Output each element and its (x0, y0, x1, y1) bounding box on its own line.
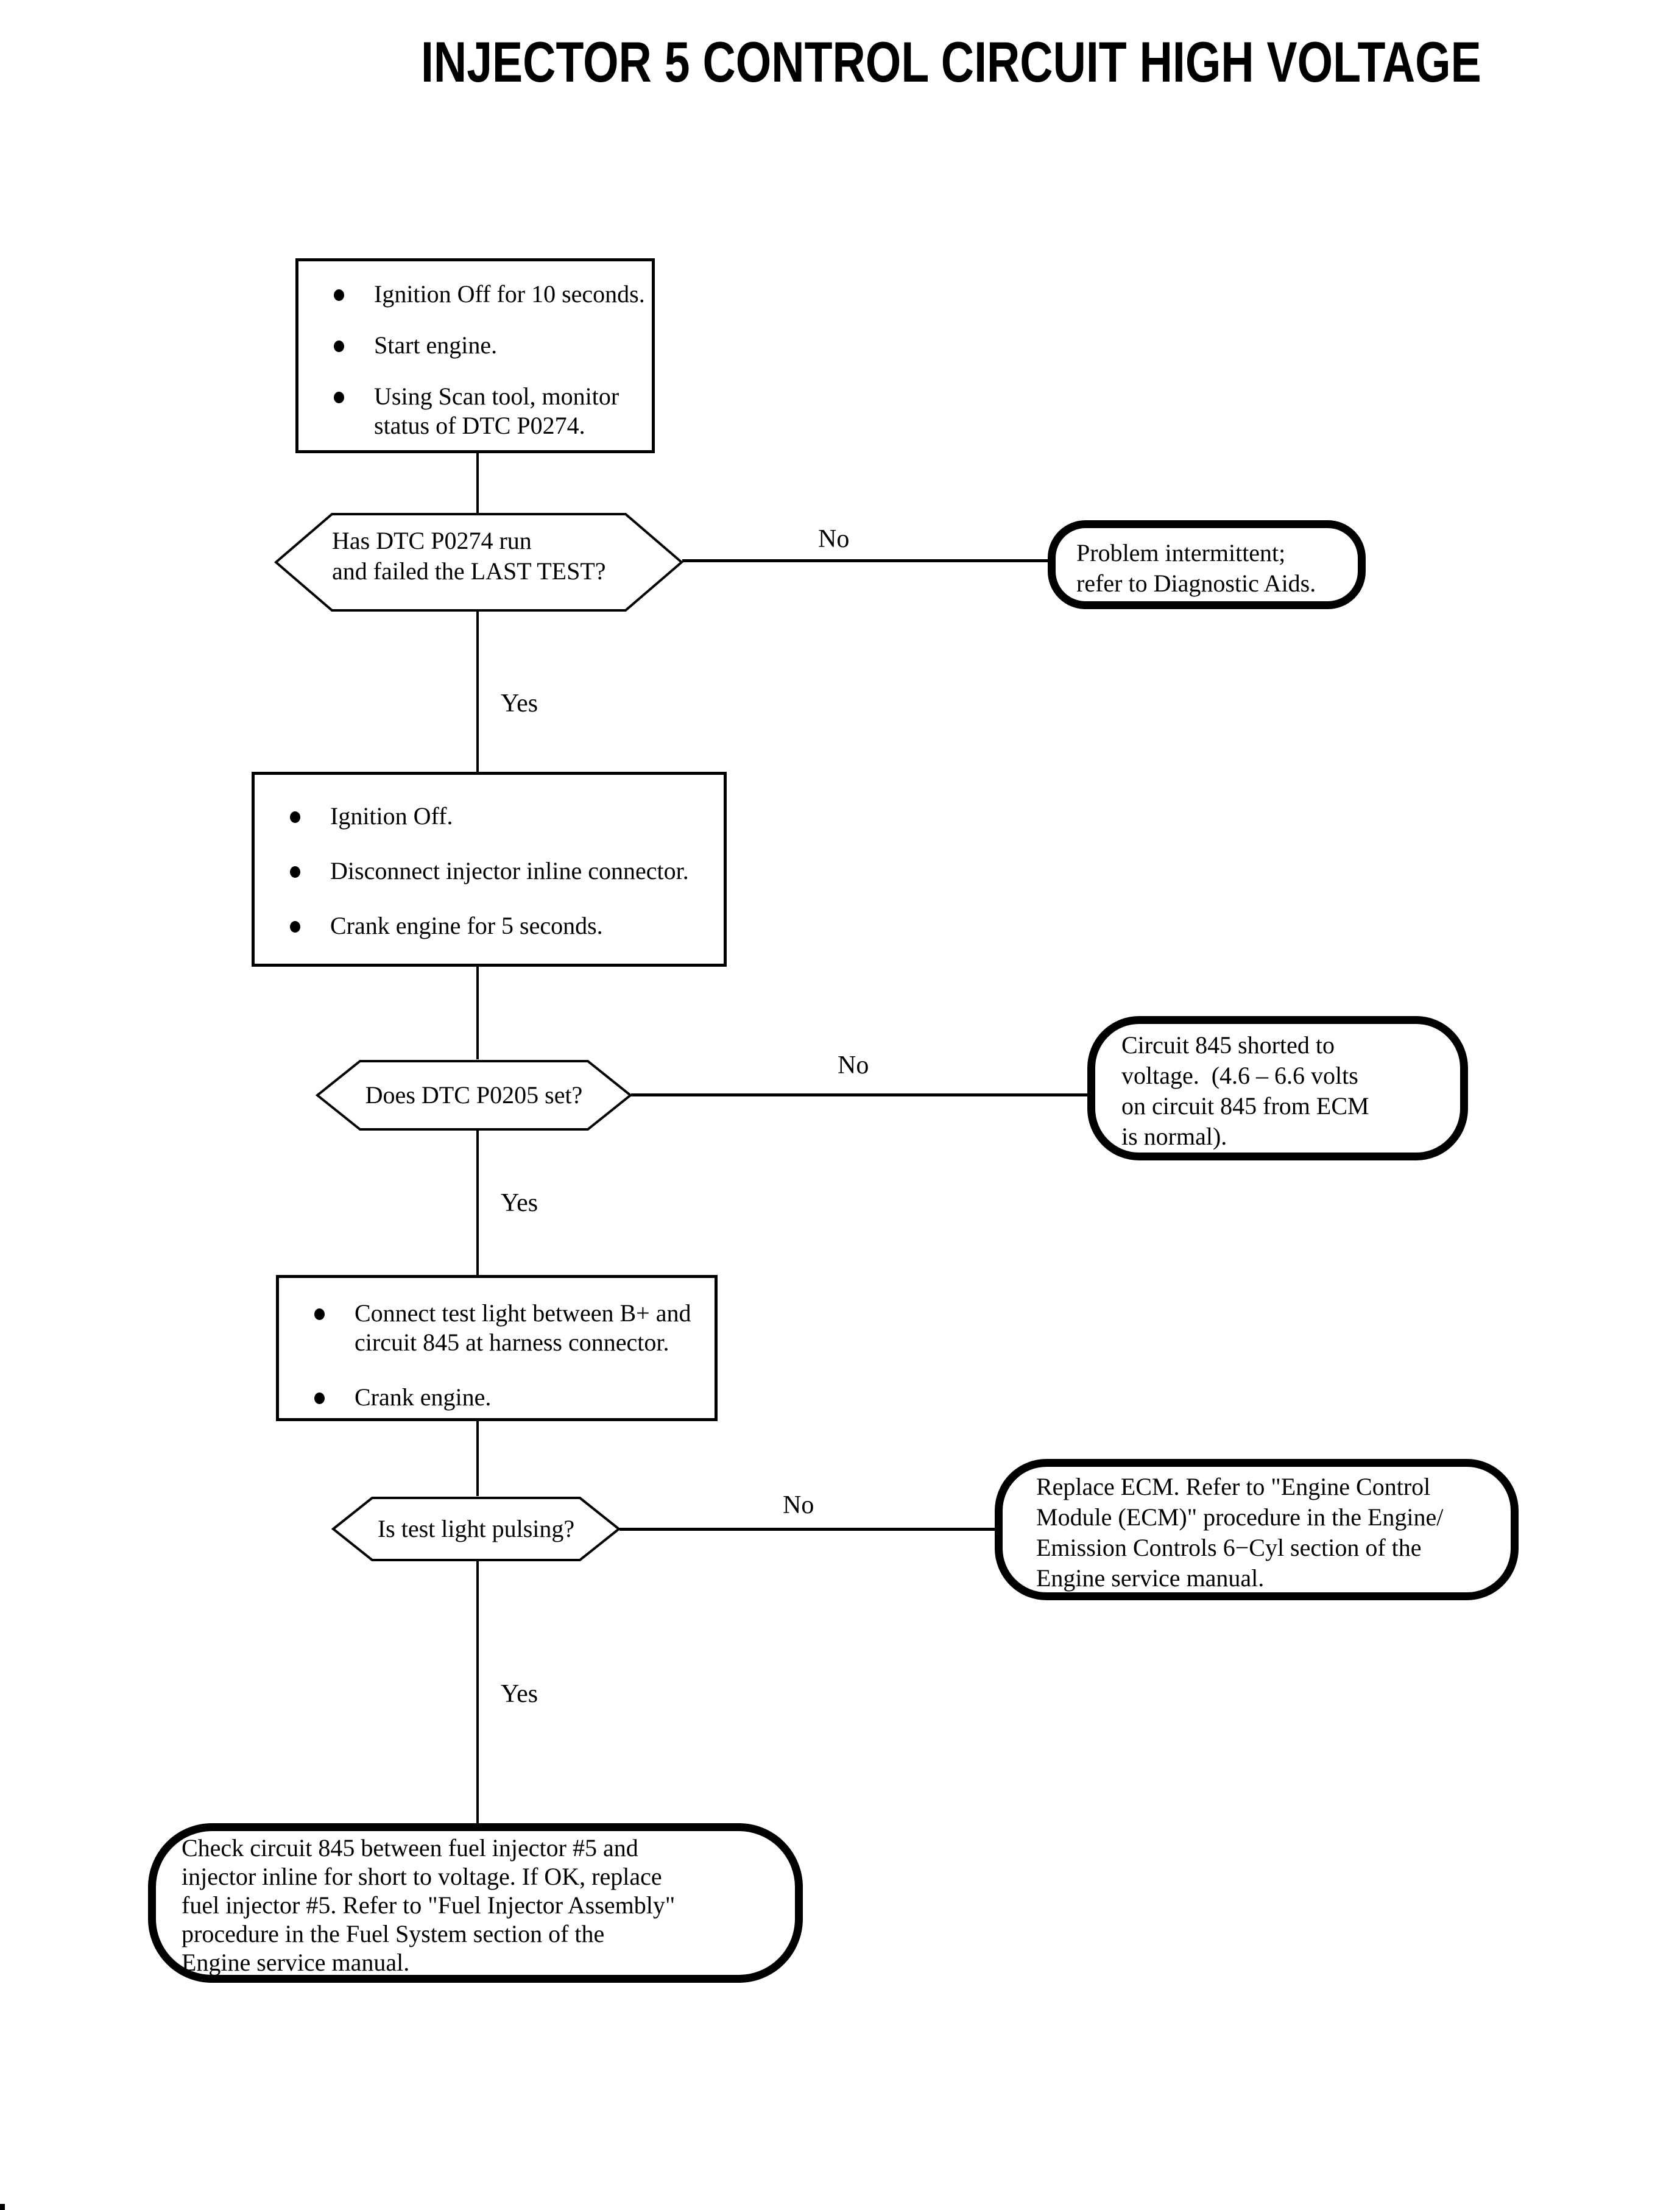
connector-decision3-no (619, 1528, 996, 1531)
step1-bullet-2: Start engine. (328, 331, 646, 360)
decision2-hexagon-shape (316, 1060, 632, 1131)
step1-bullet-1: Ignition Off for 10 seconds. (328, 280, 646, 309)
step2-bullet-1: Ignition Off. (284, 802, 718, 831)
decision1-text: Has DTC P0274 run and failed the LAST TE… (332, 527, 606, 585)
page-title: INJECTOR 5 CONTROL CIRCUIT HIGH VOLTAGE (421, 30, 1481, 94)
connector-step3-decision3 (476, 1420, 479, 1496)
step2-instructions-box: Ignition Off. Disconnect injector inline… (252, 772, 727, 967)
no-label-2: No (838, 1051, 869, 1079)
connector-decision2-no (631, 1093, 1089, 1096)
result-check-circuit-845: Check circuit 845 between fuel injector … (148, 1823, 803, 1983)
step2-bullet-3: Crank engine for 5 seconds. (284, 911, 718, 941)
step1-bullet-3: Using Scan tool, monitor status of DTC P… (328, 382, 646, 440)
result-circuit-845-shorted-text: Circuit 845 shorted to voltage. (4.6 – 6… (1121, 1031, 1369, 1150)
connector-decision1-no (682, 559, 1049, 562)
step3-bullet-1: Connect test light between B+ and circui… (308, 1299, 708, 1357)
result-replace-ecm-text: Replace ECM. Refer to "Engine Control Mo… (1036, 1473, 1444, 1592)
step2-bullet-2: Disconnect injector inline connector. (284, 856, 718, 886)
step1-instructions-box: Ignition Off for 10 seconds. Start engin… (295, 258, 655, 453)
connector-step2-decision2 (476, 966, 479, 1059)
connector-decision3-yes (476, 1561, 479, 1823)
connector-step1-decision1 (476, 453, 479, 514)
result-replace-ecm: Replace ECM. Refer to "Engine Control Mo… (995, 1459, 1519, 1600)
no-label-3: No (783, 1491, 814, 1519)
yes-label-1: Yes (501, 690, 538, 718)
connector-decision2-yes (476, 1130, 479, 1275)
result-circuit-845-shorted: Circuit 845 shorted to voltage. (4.6 – 6… (1087, 1016, 1468, 1160)
step3-bullet-2: Crank engine. (308, 1383, 708, 1412)
result-problem-intermittent: Problem intermittent; refer to Diagnosti… (1048, 520, 1366, 609)
yes-label-2: Yes (501, 1189, 538, 1217)
step3-instructions-box: Connect test light between B+ and circui… (276, 1275, 718, 1421)
decision2-hexagon: Does DTC P0205 set? (316, 1059, 632, 1131)
result-problem-intermittent-text: Problem intermittent; refer to Diagnosti… (1076, 539, 1316, 597)
decision2-text: Does DTC P0205 set? (365, 1081, 583, 1109)
decision3-text: Is test light pulsing? (377, 1515, 575, 1542)
decision1-hexagon: Has DTC P0274 run and failed the LAST TE… (274, 512, 683, 612)
yes-label-3: Yes (501, 1680, 538, 1708)
scan-artifact-mark (0, 2204, 5, 2210)
decision3-hexagon: Is test light pulsing? (331, 1496, 621, 1562)
decision3-hexagon-shape (331, 1497, 621, 1561)
connector-decision1-yes (476, 611, 479, 772)
decision1-hexagon-shape (274, 513, 683, 612)
result-check-circuit-845-text: Check circuit 845 between fuel injector … (182, 1834, 676, 1976)
no-label-1: No (818, 525, 850, 553)
